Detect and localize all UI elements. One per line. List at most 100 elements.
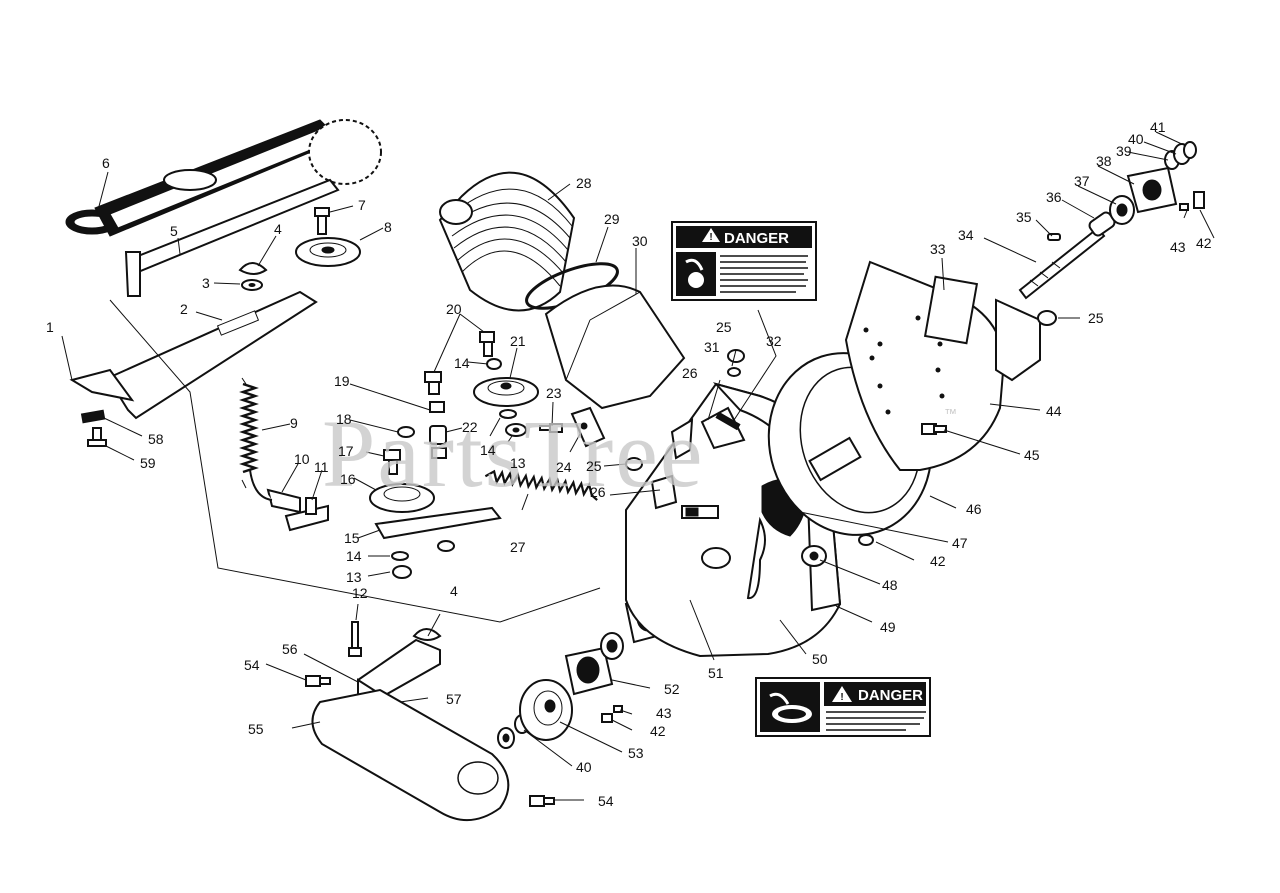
- callout-27: 27: [510, 539, 526, 555]
- bolt-42-bottom: [601, 713, 613, 723]
- callout-15: 15: [344, 530, 360, 546]
- callout-49: 49: [880, 619, 896, 635]
- callout-21: 21: [510, 333, 526, 349]
- callout-7: 7: [358, 197, 366, 213]
- washer-42-mid: [858, 534, 874, 546]
- callout-14: 14: [346, 548, 362, 564]
- callout-labels: 1 2 3 4 4 5 6 7 8 9 10 11 12 13 13 14 14…: [46, 119, 1212, 809]
- callout-25: 25: [1088, 310, 1104, 326]
- callout-25: 25: [586, 458, 602, 474]
- callout-10: 10: [294, 451, 310, 467]
- clip-4-bottom: [412, 628, 442, 641]
- part-58: [80, 409, 106, 424]
- callout-28: 28: [576, 175, 592, 191]
- key-35: [1047, 233, 1061, 241]
- callout-14: 14: [480, 442, 496, 458]
- callout-16: 16: [340, 471, 356, 487]
- nut-40-bottom: [497, 727, 515, 749]
- callout-29: 29: [604, 211, 620, 227]
- bearing-37: [1109, 195, 1135, 225]
- adapter-30: [544, 284, 686, 410]
- callout-1: 1: [46, 319, 54, 335]
- callout-17: 17: [338, 443, 354, 459]
- bolt-17: [383, 449, 401, 475]
- callout-26: 26: [682, 365, 698, 381]
- nut-13-lower: [392, 565, 412, 579]
- flange-38: [1126, 166, 1178, 214]
- callout-57: 57: [446, 691, 462, 707]
- callout-50: 50: [812, 651, 828, 667]
- callout-43: 43: [1170, 239, 1186, 255]
- callout-4: 4: [274, 221, 282, 237]
- callout-51: 51: [708, 665, 724, 681]
- callout-52: 52: [664, 681, 680, 697]
- nut-14-upper: [486, 358, 502, 370]
- nut-13-mid: [505, 423, 527, 437]
- bracket-11: [284, 497, 329, 532]
- callout-54: 54: [244, 657, 260, 673]
- watermark-brand: PartsTree: [322, 400, 704, 507]
- pulley-21: [473, 377, 539, 407]
- callout-40: 40: [1128, 131, 1144, 147]
- spacer-19: [429, 401, 445, 413]
- bolt-45: [921, 423, 947, 435]
- callout-39: 39: [1116, 143, 1132, 159]
- chute-28: [438, 171, 576, 312]
- pulley-53: [519, 679, 573, 741]
- callout-36: 36: [1046, 189, 1062, 205]
- callout-42: 42: [1196, 235, 1212, 251]
- drive-belt: [65, 119, 382, 237]
- flange-52: [564, 632, 624, 696]
- callout-47: 47: [952, 535, 968, 551]
- rear-plate-44: [844, 260, 1041, 471]
- callout-53: 53: [628, 745, 644, 761]
- washer-14-mid: [499, 409, 517, 419]
- callout-37: 37: [1074, 173, 1090, 189]
- danger-decal-top: ! DANGER: [671, 221, 817, 301]
- callout-43: 43: [656, 705, 672, 721]
- callout-42: 42: [930, 553, 946, 569]
- nut-43-right: [1179, 203, 1189, 211]
- decal-bottom-heading: DANGER: [858, 687, 923, 704]
- leader-lines: [61, 131, 1215, 801]
- bolt-23: [539, 423, 563, 433]
- washer-3: [241, 279, 263, 291]
- spring-9: [239, 377, 259, 489]
- callout-13: 13: [346, 569, 362, 585]
- callout-31: 31: [704, 339, 720, 355]
- callout-46: 46: [966, 501, 982, 517]
- callout-5: 5: [170, 223, 178, 239]
- callout-23: 23: [546, 385, 562, 401]
- bolt-20-a: [479, 331, 495, 357]
- nut-25-right: [1037, 310, 1057, 326]
- danger-decal-bottom: ! DANGER: [755, 677, 931, 737]
- callout-25: 25: [716, 319, 732, 335]
- lever-bracket: [69, 290, 318, 420]
- washer-31: [727, 367, 741, 377]
- svg-text:!: !: [709, 232, 712, 243]
- callout-32: 32: [766, 333, 782, 349]
- callout-12: 12: [352, 585, 368, 601]
- bracket-24: [570, 406, 606, 448]
- part-59: [87, 427, 107, 447]
- callout-20: 20: [446, 301, 462, 317]
- callout-38: 38: [1096, 153, 1112, 169]
- callout-55: 55: [248, 721, 264, 737]
- arm-15: [374, 506, 502, 540]
- nut-43-bottom: [613, 705, 623, 713]
- washer-14-lower: [391, 540, 455, 561]
- idler-arm: [124, 178, 340, 297]
- callout-2: 2: [180, 301, 188, 317]
- bolt-12: [348, 621, 362, 657]
- callout-26: 26: [590, 484, 606, 500]
- callout-59: 59: [140, 455, 156, 471]
- callout-9: 9: [290, 415, 298, 431]
- callout-45: 45: [1024, 447, 1040, 463]
- bolt-7: [314, 207, 330, 235]
- callout-13: 13: [510, 455, 526, 471]
- callout-24: 24: [556, 459, 572, 475]
- callout-6: 6: [102, 155, 110, 171]
- callout-30: 30: [632, 233, 648, 249]
- clip-4-top: [238, 262, 268, 275]
